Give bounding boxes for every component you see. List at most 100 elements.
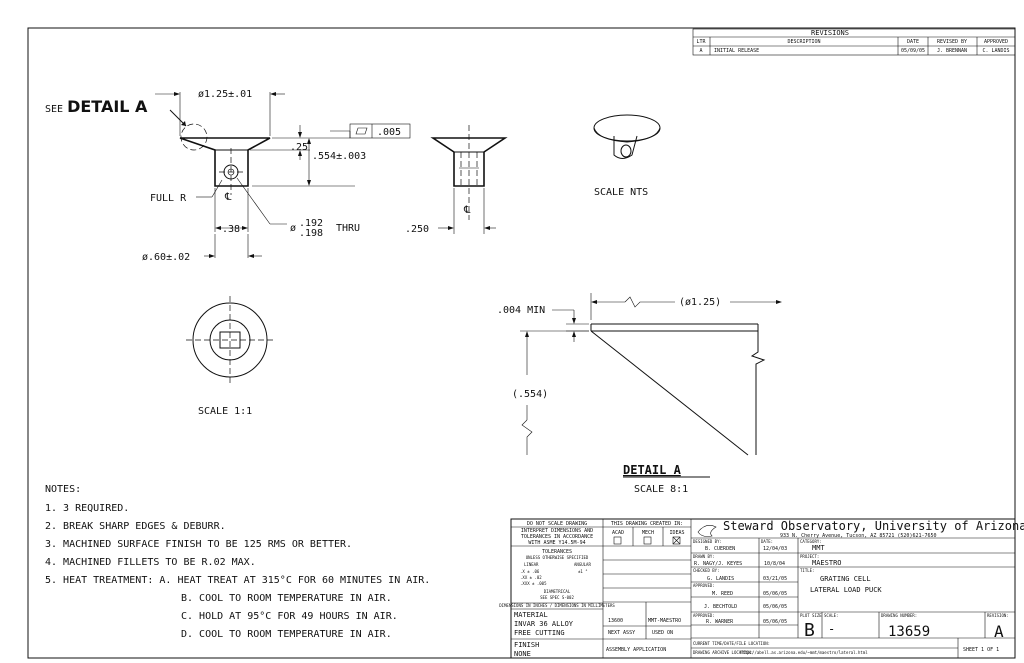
flatness-frame [349, 123, 411, 139]
note-5a: 5. HEAT TREATMENT: A. HEAT TREAT AT 315°… [45, 575, 430, 586]
dim-0-554: .554±.003 [312, 151, 366, 162]
tol-linear: LINEAR [524, 562, 539, 567]
finish-label: FINISH [514, 641, 539, 649]
rev-row-ltr: A [699, 48, 702, 54]
next-assy-value: 13600 [608, 618, 623, 624]
title-label: TITLE: [800, 568, 814, 573]
cad-checkbox-ideas [672, 536, 681, 545]
material-line-1: INVAR 36 ALLOY [514, 620, 574, 628]
cad-option-mech: MECH [642, 530, 654, 536]
archive-url: http://abell.as.arizona.edu/~mmt/maestro… [740, 650, 868, 655]
dim-0-554-ref: (.554) [512, 389, 548, 400]
iso-scale: SCALE NTS [594, 187, 648, 198]
tol-xx: .XX ± .02 [520, 575, 542, 580]
tol-angular: ANGULAR [574, 562, 591, 567]
checked-by: G. LANDIS [707, 576, 734, 582]
designed-by: B. CUERDEN [705, 546, 735, 552]
drawing-number: 13659 [888, 624, 930, 640]
note-4: 4. MACHINED FILLETS TO BE R.02 MAX. [45, 557, 256, 568]
tol-x: .X ± .06 [520, 569, 540, 574]
current-time-label: CURRENT TIME/DATE/FILE LOCATION: [693, 641, 770, 646]
designed-date-label: DATE: [761, 539, 773, 544]
title-block: DO NOT SCALE DRAWING INTERPRET DIMENSION… [499, 518, 1024, 659]
note-5b: B. COOL TO ROOM TEMPERATURE IN AIR. [181, 593, 392, 604]
plot-size: B [804, 620, 815, 641]
side-view: ℄ .250 [405, 125, 508, 235]
revision-letter: A [994, 622, 1004, 641]
cad-option-ideas: IDEAS [669, 530, 684, 536]
rev-row-date: 05/09/05 [901, 48, 925, 54]
tolerances-heading: TOLERANCES [542, 549, 572, 555]
approved-3-label: APPROVED: [693, 613, 715, 618]
interpret-line-3: WITH ASME Y14.5M-94 [528, 540, 585, 546]
archive-label: DRAWING ARCHIVE LOCATION: [693, 650, 753, 655]
designed-date: 12/04/03 [763, 546, 787, 552]
flatness-value: .005 [377, 127, 401, 138]
cad-check-mark-icon [672, 536, 681, 545]
dim-0-250: .250 [405, 224, 429, 235]
notes: NOTES: 1. 3 REQUIRED. 2. BREAK SHARP EDG… [45, 484, 430, 640]
note-5d: D. COOL TO ROOM TEMPERATURE IN AIR. [181, 629, 392, 640]
note-5c: C. HOLD AT 95°C FOR 49 HOURS IN AIR. [181, 611, 398, 622]
category-label: CATEGORY: [800, 539, 822, 544]
rev-header-ltr: LTR [696, 39, 706, 45]
top-scale: SCALE 1:1 [198, 406, 252, 417]
material-label: MATERIAL [514, 611, 548, 619]
rev-row-description: INITIAL RELEASE [714, 48, 759, 54]
do-not-scale: DO NOT SCALE DRAWING [527, 521, 587, 527]
hole-dia-bottom: .198 [299, 228, 323, 239]
cad-checkbox-mech [643, 536, 652, 545]
project-label: PROJECT: [800, 554, 819, 559]
tol-xxx: .XXX ± .005 [520, 581, 547, 586]
drawing-number-label: DRAWING NUMBER: [881, 613, 917, 618]
rev-row-revised-by: J. BRENNAN [937, 48, 967, 54]
dims-in-inches: DIMENSIONS IN INCHES / DIMENSIONS IN MIL… [499, 603, 615, 608]
rev-header-approved: APPROVED [984, 39, 1008, 45]
checked-date: 03/21/05 [763, 576, 787, 582]
tol-angular-value: ±1 ° [578, 569, 588, 574]
tolerances-unless: UNLESS OTHERWISE SPECIFIED [526, 555, 589, 560]
interpret-line-1: INTERPRET DIMENSIONS AND [521, 528, 593, 534]
flatness-icon [355, 127, 368, 135]
dim-diameter-1-25-ref: (ø1.25) [679, 297, 721, 308]
org-address: 933 N. Cherry Avenue, Tucson, AZ 85721 (… [780, 533, 937, 539]
created-in-label: THIS DRAWING CREATED IN: [611, 521, 683, 527]
drawn-by: R. NAGY/J. KEYES [694, 561, 742, 567]
notes-heading: NOTES: [45, 484, 81, 495]
hole-dia-top: .192 [299, 218, 323, 229]
material-line-2: FREE CUTTING [514, 629, 565, 637]
next-assy-label: NEXT ASSY [608, 630, 635, 636]
observatory-logo-icon [697, 525, 717, 537]
checked-by-label: CHECKED BY: [693, 568, 720, 573]
approved-3-date: 05/06/05 [763, 619, 787, 625]
centerline-front: ℄ [224, 192, 232, 203]
cad-checkbox-acad [613, 536, 622, 545]
note-3: 3. MACHINED SURFACE FINISH TO BE 125 RMS… [45, 539, 352, 550]
interpret-line-2: TOLERANCES IN ACCORDANCE [521, 534, 593, 540]
hole-thru: THRU [336, 223, 360, 234]
iso-view: SCALE NTS [593, 114, 661, 198]
drawing-title-line-1: GRATING CELL [820, 575, 871, 583]
dim-0-38: .38 [222, 224, 240, 235]
full-r-label: FULL R [150, 193, 187, 204]
detail-a-callout-circle [180, 123, 208, 151]
top-view: SCALE 1:1 [186, 296, 274, 417]
drawn-date: 10/8/04 [764, 561, 785, 567]
note-1: 1. 3 REQUIRED. [45, 503, 129, 514]
dim-0-25: .25 [290, 142, 308, 153]
approved-2-date: 05/06/05 [763, 604, 787, 610]
assembly-application: ASSEMBLY APPLICATION [606, 647, 666, 653]
dim-0-004-min: .004 MIN [497, 305, 545, 316]
tol-diametrical: DIAMETRICAL [544, 589, 571, 594]
rev-row-approved: C. LANDIS [982, 48, 1009, 54]
cad-option-acad: ACAD [612, 530, 624, 536]
puck-profile [179, 137, 271, 187]
rev-header-date: DATE [907, 39, 919, 45]
scale-value: - [828, 622, 835, 636]
detail-a-view: .004 MIN (ø1.25) (.554) DETAIL A SCALE 8… [497, 293, 782, 495]
dim-diameter-0-60: ø.60±.02 [142, 252, 190, 263]
revisions-table: REVISIONS LTR DESCRIPTION DATE REVISED B… [692, 28, 1016, 56]
approved-2: J. BECHTOLD [704, 604, 737, 610]
